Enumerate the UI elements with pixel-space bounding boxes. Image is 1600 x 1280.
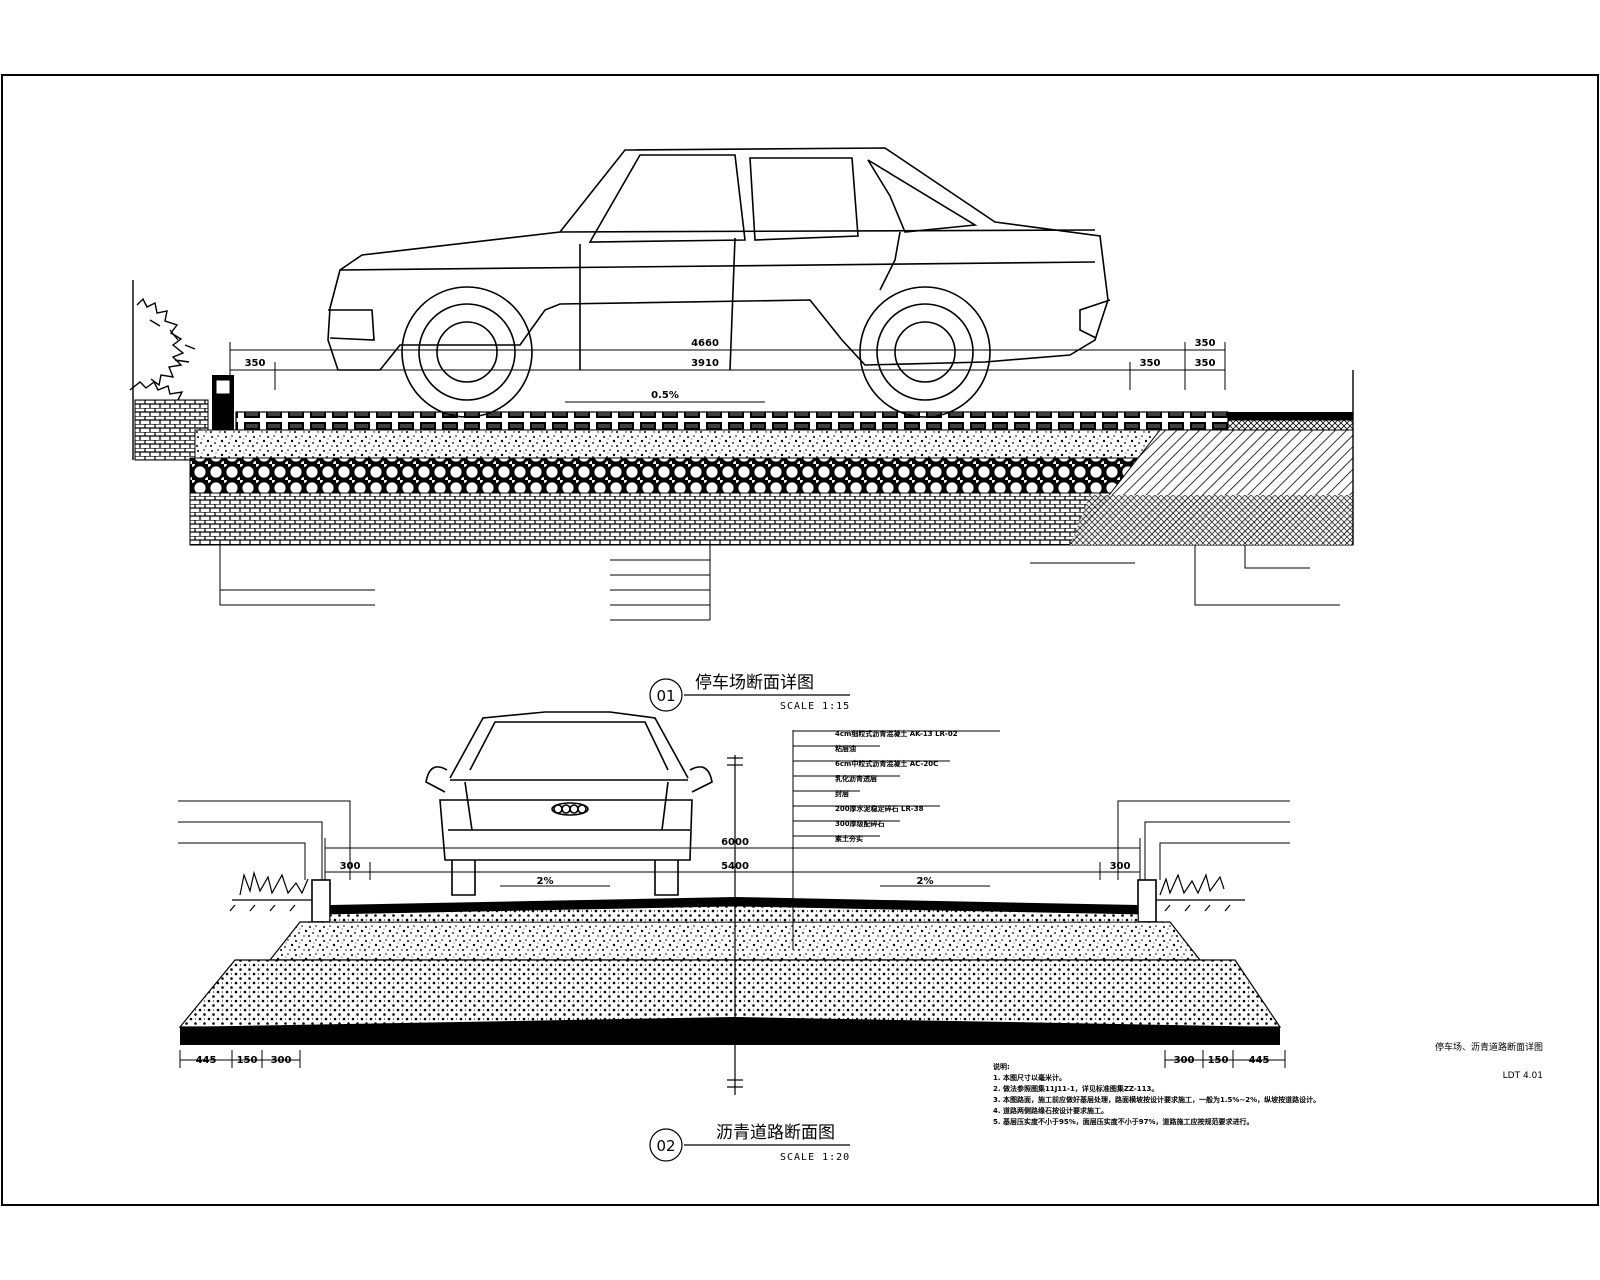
dim-bottom-left-1: 445 — [196, 1055, 217, 1066]
notes-heading: 说明: — [993, 1062, 1010, 1071]
section-01-title: 01 停车场断面详图 SCALE 1:15 — [649, 673, 850, 712]
note-2: 2. 做法参照图集11J11-1，详见标准图集ZZ-113。 — [993, 1084, 1158, 1093]
layer-label-8: 素土夯实 — [835, 834, 863, 843]
parking-dimensions — [229, 342, 1226, 403]
layer-label-6: 200厚水泥稳定碎石 LR-38 — [835, 804, 924, 813]
dim-main: 3910 — [691, 358, 719, 369]
slope-label: 0.5% — [651, 390, 679, 401]
dim-right-offset: 300 — [1110, 861, 1131, 872]
shrub-left — [129, 280, 196, 460]
dim-bottom-right-3: 445 — [1249, 1055, 1270, 1066]
section-02-title: 02 沥青道路断面图 SCALE 1:20 — [649, 1123, 850, 1163]
dim-total-width: 6000 — [721, 837, 749, 848]
car-side-view — [327, 147, 1111, 418]
dim-inner-width: 5400 — [721, 861, 749, 872]
dim-bottom-right-1: 300 — [1174, 1055, 1195, 1066]
car-rear-view — [425, 711, 713, 896]
layer-label-3: 6cm中粒式沥青混凝土 AC-20C — [835, 759, 938, 768]
section-02-number-circle — [649, 1128, 683, 1162]
asphalt-section-drawing: 6000 5400 300 300 2% 2% 445 150 300 300 … — [178, 711, 1290, 1095]
sheet-code: LDT 4.01 — [1503, 1071, 1543, 1081]
dim-bottom-left-3: 300 — [271, 1055, 292, 1066]
asphalt-dimensions — [179, 838, 1286, 1068]
ground-left — [229, 870, 312, 912]
curb-right — [1137, 879, 1157, 923]
section-01-scale: SCALE 1:15 — [780, 701, 850, 712]
layer-label-7: 300厚级配碎石 — [835, 819, 885, 828]
layer-label-5: 封层 — [835, 789, 849, 798]
layer-label-4: 乳化沥青透层 — [835, 774, 877, 783]
dim-bottom-right-2: 150 — [1208, 1055, 1229, 1066]
layer-label-1: 4cm细粒式沥青混凝土 AK-13 LR-02 — [835, 729, 958, 738]
sheet-title: 停车场、沥青道路断面详图 — [1435, 1041, 1543, 1053]
note-1: 1. 本图尺寸以毫米计。 — [993, 1073, 1066, 1082]
subgrade-black — [180, 1017, 1280, 1045]
centerline — [727, 755, 743, 1095]
note-4: 4. 道路两侧路缘石按设计要求施工。 — [993, 1106, 1108, 1115]
dim-left: 350 — [245, 358, 266, 369]
dim-total: 4660 — [691, 338, 719, 349]
graded-gravel-layer — [178, 959, 1282, 1028]
section-01-number-circle — [649, 678, 683, 712]
dim-bottom-left-2: 150 — [237, 1055, 258, 1066]
slope-left: 2% — [537, 876, 554, 887]
section-01-number: 01 — [656, 687, 675, 705]
note-5: 5. 基层压实度不小于95%，面层压实度不小于97%，道路施工应按规范要求进行。 — [993, 1117, 1253, 1126]
dim-right-outer: 350 — [1195, 338, 1216, 349]
layer-label-2: 粘层油 — [835, 744, 856, 753]
curb-left — [311, 879, 331, 923]
paver-layer — [235, 411, 1229, 431]
dim-right-small: 350 — [1140, 358, 1161, 369]
dim-right-outer2: 350 — [1195, 358, 1216, 369]
note-3: 3. 本图路面，施工前应做好基层处理，路面横坡按设计要求施工，一般为1.5%~2… — [993, 1095, 1320, 1104]
parking-leaders — [219, 545, 1340, 621]
section-02-title-text: 沥青道路断面图 — [716, 1123, 835, 1143]
sheet-border — [1, 74, 1599, 1206]
ground-right — [1155, 873, 1245, 912]
slope-right: 2% — [917, 876, 934, 887]
section-02-number: 02 — [656, 1137, 675, 1155]
notes-block: 说明: 1. 本图尺寸以毫米计。 2. 做法参照图集11J11-1，详见标准图集… — [993, 1062, 1320, 1126]
side-leaders — [178, 800, 1290, 880]
section-02-scale: SCALE 1:20 — [780, 1152, 850, 1163]
parking-section-drawing: 4660 3910 350 350 350 350 0.5% — [129, 147, 1354, 621]
section-01-title-text: 停车场断面详图 — [695, 673, 814, 693]
layer-callout: 4cm细粒式沥青混凝土 AK-13 LR-02 粘层油 6cm中粒式沥青混凝土 … — [792, 729, 1000, 950]
